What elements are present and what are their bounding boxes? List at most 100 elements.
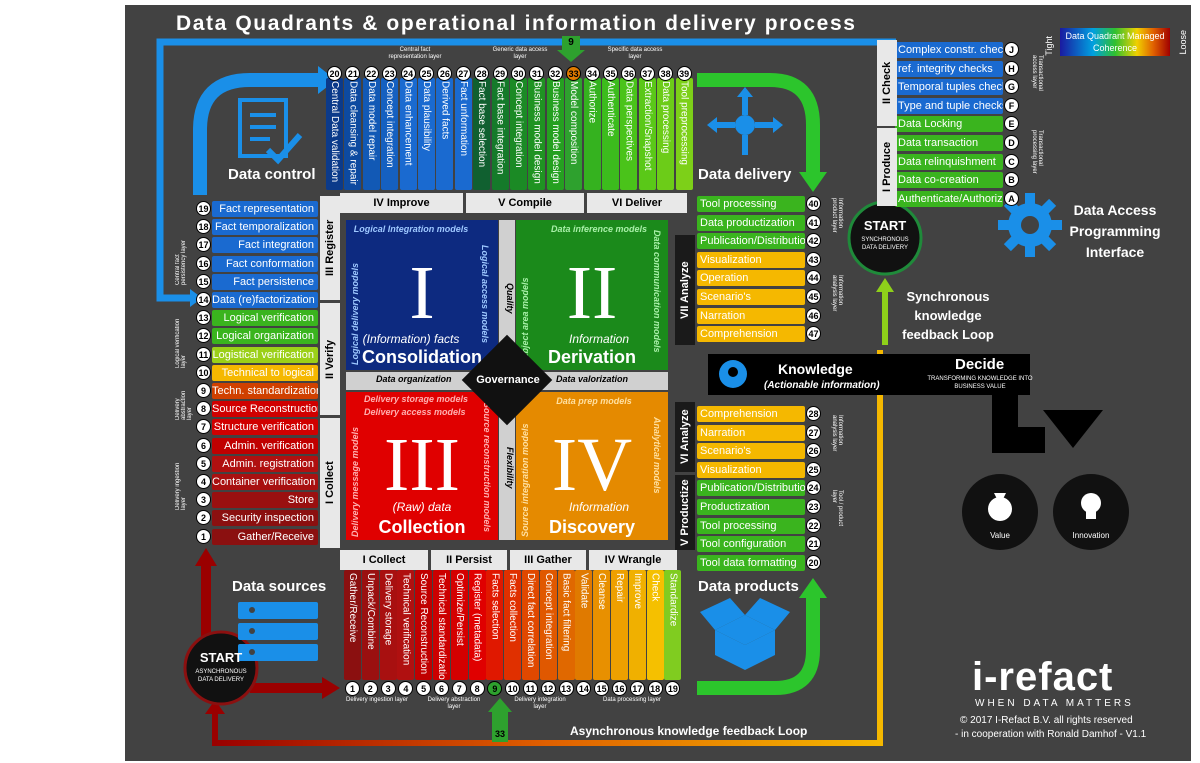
right-low-row: Publication/Distribution [697,480,805,497]
top-column-number: 37 [639,66,655,81]
left-row: Store [212,492,318,509]
left-row: Data (re)factorization [212,292,318,308]
left-row-number: 3 [196,492,211,508]
bottom-column-number: 18 [647,681,663,696]
top-column-label: Data enhancement [402,81,414,166]
right-top-row-letter: C [1004,153,1019,169]
top-column-number: 31 [529,66,545,81]
right-low-row: Tool data formatting [697,554,805,571]
data-products-arrowhead [799,578,827,598]
phase-bottom-persist: II Persist [431,550,507,570]
top-column-label: Authenticate [605,81,616,137]
left-row-number: 18 [196,219,211,235]
bottom-marker-number: 33 [494,729,505,739]
bottom-column-label: Delivery storage [382,573,394,646]
top-column-label: Concept integration [513,81,524,168]
top-column-label: Model composition [568,81,580,165]
top-column-label: Fact unformation [457,81,469,157]
open-box-icon [700,598,790,670]
data-products-arrow [697,595,820,695]
top-column-number: 21 [345,66,361,81]
left-row-number: 2 [196,510,211,526]
bottom-column: Improve [628,570,646,680]
top-column: Data enhancement [399,78,417,190]
bottom-column-number: 6 [434,681,449,696]
top-column: Tool preprocessing [675,78,693,190]
right-mid-row: Scenario's [697,289,805,305]
lightbulb-icon [1081,493,1101,519]
left-row-number: 11 [196,346,211,362]
left-row-number: 9 [196,383,211,398]
bottom-column-label: Direct fact correlation [525,573,536,668]
left-row: Technical to logical [212,364,318,381]
phase-right-produce: I Produce [877,128,897,206]
flexibility-label: Flexibility [505,447,515,489]
right-mid-row-number: 44 [806,270,821,286]
right-top-row-letter: A [1004,190,1019,206]
bottom-column-label: Basic fact filtering [560,573,572,652]
top-column-number: 28 [474,66,490,81]
top-column-number: 38 [658,66,674,81]
async-loop-arrow [212,350,883,746]
right-mid-row: Comprehension [697,326,805,343]
async-loop-arrowhead [205,700,225,714]
bottom-column-label: Facts collection [507,573,519,642]
right-low-row-number: 25 [806,461,821,477]
right-top-row-letter: E [1004,116,1019,132]
sync-loop-label: Synchronous knowledge feedback Loop [902,289,994,342]
left-row: Admin. verification [212,437,318,454]
left-row-number: 17 [196,237,211,253]
left-row: Fact representation [212,201,318,217]
right-top-row: Complex constr. checks [895,42,1003,58]
page-title: Data Quadrants & operational information… [176,12,857,35]
right-top-row: Authenticate/Authorize [895,190,1003,207]
legend-tight: Tight [1044,36,1054,56]
right-top-row-letter: H [1004,60,1019,76]
right-low-row: Tool processing [697,517,805,534]
bottom-column-number: 7 [451,681,467,696]
top-column-label: Derived facts [439,81,451,140]
top-column-label: Extraction/Snapshot [641,81,653,171]
legend-loose: Loose [1178,30,1188,55]
bottom-column-label: Concept integration [542,573,554,660]
bottom-column-number: 17 [629,681,645,696]
brand-tagline: WHEN DATA MATTERS [975,698,1134,709]
layer-label-top2: Generic data access layer [492,47,548,60]
top-column: Authorize [583,78,601,190]
legend-label: Data Quadrant Managed Coherence [1065,31,1165,53]
bottom-column-label: Source Reconstruction [418,573,430,675]
bottom-column-number: 8 [469,681,485,696]
server-stack-icon [238,602,318,661]
bottom-column-number: 15 [594,681,610,696]
top-column-label: Data processing [660,81,672,154]
layer-label-right6: Tool / product layer [831,490,843,527]
right-mid-row-number: 41 [806,214,821,230]
top-column-number: 33 [566,66,582,81]
bottom-green-marker-head [488,698,512,712]
bottom-column: Technical standardization [433,570,450,680]
phase-left-collect: I Collect [320,418,340,548]
top-column: Fact base selection [473,78,491,190]
top-column-label: Data cleansing & repair [347,81,359,185]
top-column-number: 23 [382,66,398,81]
right-mid-row-number: 40 [806,196,821,211]
right-low-row: Comprehension [697,406,805,422]
async-loop-label: Asynchronous knowledge feedback Loop [570,724,808,738]
right-low-row-number: 27 [806,424,821,440]
right-mid-row-number: 47 [806,326,821,342]
bottom-column-number: 14 [576,681,592,696]
top-column-label: Concept integration [384,81,396,168]
top-column-label: Tool preprocessing [678,81,690,165]
quadrant-consolidation: Logical Integration models I (Informatio… [346,220,498,370]
layer-label-bottom1: Delivery ingestion layer [345,697,409,703]
quadrant-derivation: Data inference models II Information Der… [516,220,668,370]
layer-label-left3: Delivery abstraction layer [175,390,193,420]
left-row: Logistical verification [212,346,318,363]
top-column: Central Data validation [326,78,343,190]
top-column-label: Business model design [549,81,561,184]
data-sources-arrowhead [195,548,217,566]
left-row: Container verification [212,474,318,490]
top-column: Derived facts [436,78,454,190]
left-row-number: 7 [196,419,211,435]
